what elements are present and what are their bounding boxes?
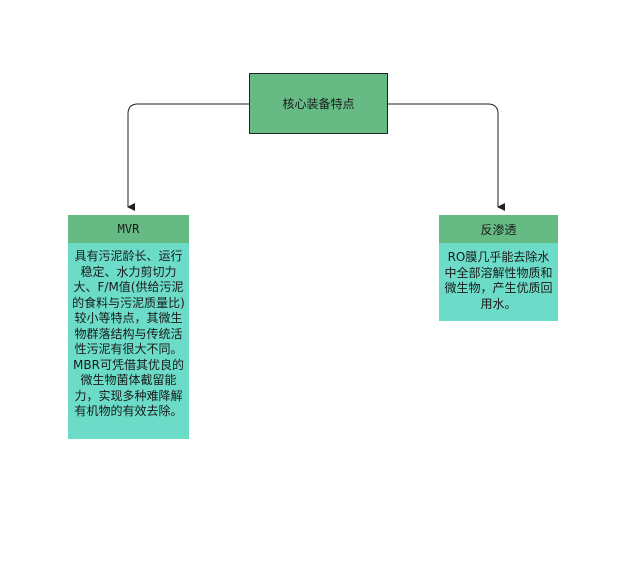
child-node-ro-body: RO膜几乎能去除水中全部溶解性物质和微生物，产生优质回用水。 bbox=[439, 243, 558, 321]
connector-right bbox=[388, 103, 505, 211]
root-node-label: 核心装备特点 bbox=[282, 97, 355, 111]
child-node-ro-header: 反渗透 bbox=[439, 215, 558, 243]
child-node-ro: 反渗透 RO膜几乎能去除水中全部溶解性物质和微生物，产生优质回用水。 bbox=[439, 215, 558, 321]
child-node-mvr: MVR 具有污泥龄长、运行稳定、水力剪切力大、F/M值(供给污泥的食料与污泥质量… bbox=[68, 215, 189, 439]
child-node-mvr-body: 具有污泥龄长、运行稳定、水力剪切力大、F/M值(供给污泥的食料与污泥质量比)较小… bbox=[68, 243, 189, 439]
root-node: 核心装备特点 bbox=[249, 73, 388, 134]
connector-left bbox=[127, 103, 249, 211]
child-node-mvr-title: MVR bbox=[117, 222, 140, 236]
child-node-mvr-header: MVR bbox=[68, 215, 189, 243]
child-node-ro-title: 反渗透 bbox=[480, 222, 517, 237]
